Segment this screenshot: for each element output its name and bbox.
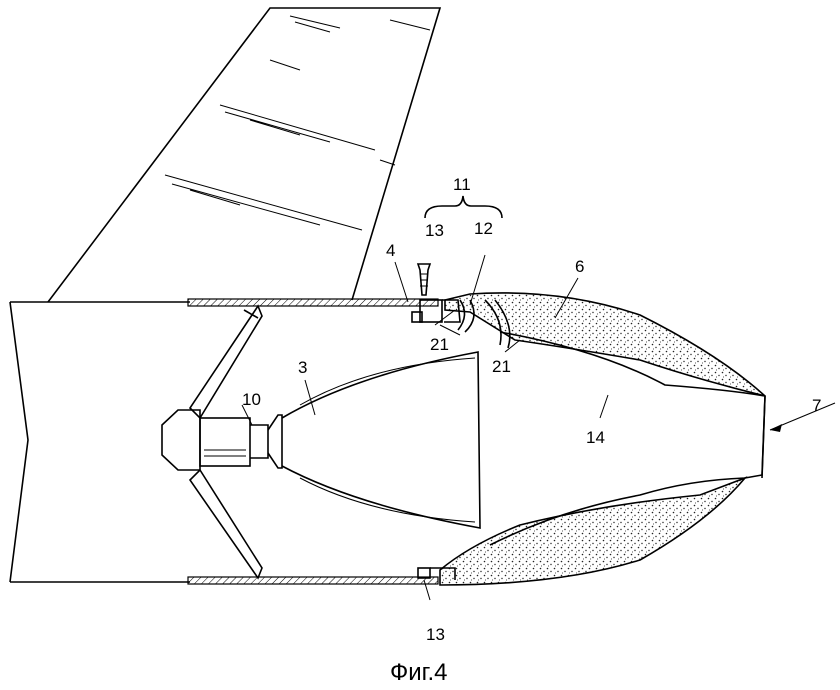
tail-fin [47,7,442,303]
label-13-bottom: 13 [426,625,445,644]
label-21-left: 21 [430,335,449,354]
fuselage-body [9,301,190,583]
leader-lines [241,254,836,601]
engine-body [161,409,283,471]
insert-grooves [411,299,511,580]
label-4: 4 [386,241,395,260]
screw [416,263,432,296]
label-12: 12 [474,219,493,238]
exit-arrow [770,424,782,432]
figure-caption: Фиг.4 [390,659,448,686]
label-14: 14 [586,428,605,447]
label-6: 6 [575,257,584,276]
label-10: 10 [242,390,261,409]
inner-cavity [489,331,766,546]
label-21-right: 21 [492,357,511,376]
nozzle [281,351,481,529]
label-3: 3 [298,358,307,377]
lower-wall [187,576,439,585]
assembly-brace [424,195,503,219]
label-11: 11 [453,175,471,194]
upper-wall [187,298,439,307]
label-7: 7 [812,396,821,415]
label-13-top: 13 [425,221,444,240]
